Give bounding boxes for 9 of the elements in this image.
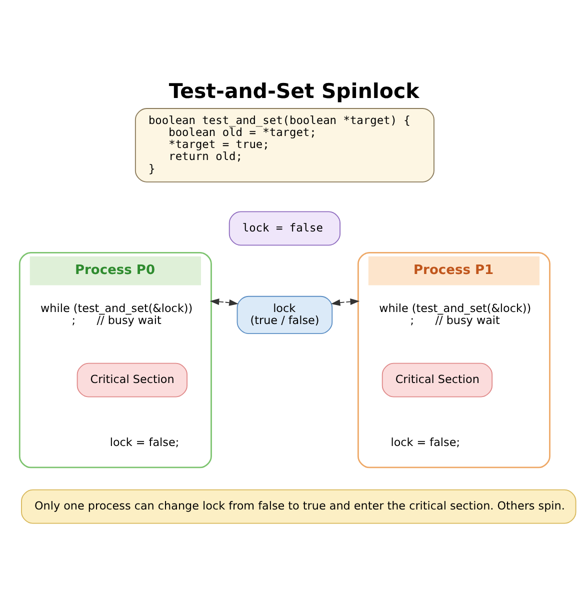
node-box: lock = false — [228, 211, 340, 246]
arrow — [330, 298, 360, 306]
node-box: Only one process can change lock from false to true and enter the critical section. Others spin. — [21, 489, 576, 524]
node-box: Critical Section — [382, 362, 493, 398]
node-box: boolean test_and_set(boolean *target) { boolean old = *target; *target = true; return old; } — [134, 108, 434, 182]
node-box: Critical Section — [76, 362, 188, 398]
diagram-title: Test-and-Set Spinlock — [168, 78, 420, 103]
arrow — [210, 298, 238, 306]
node-box: lock (true / false) — [236, 296, 333, 334]
